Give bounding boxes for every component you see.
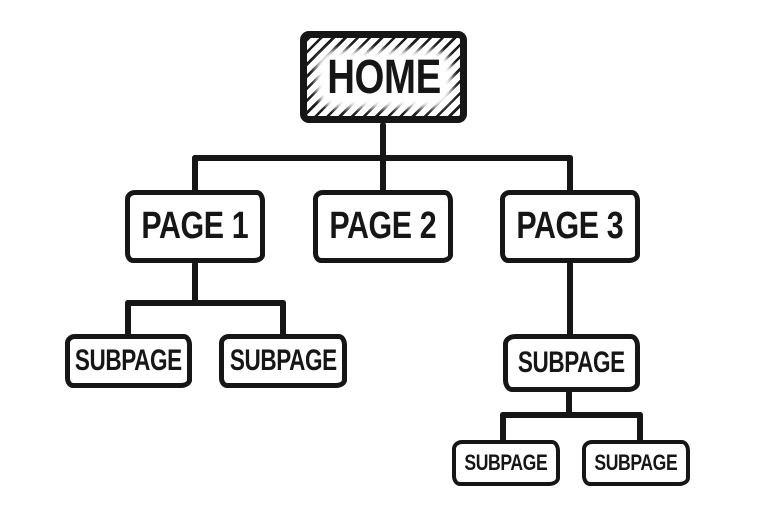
- node-subpage-3b-label: SUBPAGE: [594, 450, 678, 475]
- node-home: HOME: [300, 31, 467, 123]
- node-subpage-1a: SUBPAGE: [65, 334, 192, 388]
- node-page3-label: PAGE 3: [516, 205, 624, 247]
- node-page1-label: PAGE 1: [141, 205, 249, 247]
- node-subpage-3a: SUBPAGE: [452, 440, 560, 486]
- node-page2: PAGE 2: [313, 190, 453, 263]
- edge-bus-to-page1: [192, 155, 198, 193]
- node-page1: PAGE 1: [125, 190, 265, 263]
- edge-page1-children-bus: [125, 300, 286, 306]
- node-subpage-3b: SUBPAGE: [582, 440, 690, 486]
- edge-page3-to-sub3: [567, 261, 573, 337]
- node-subpage-1a-label: SUBPAGE: [75, 344, 182, 377]
- node-page2-label: PAGE 2: [329, 205, 437, 247]
- edge-sub3-children-bus: [500, 412, 643, 418]
- node-page3: PAGE 3: [500, 190, 640, 263]
- node-subpage-1b-label: SUBPAGE: [229, 344, 337, 377]
- edge-bus-to-sub1a: [125, 300, 131, 337]
- hatch-clear-patch: [322, 56, 445, 101]
- edge-page1-to-bus: [192, 261, 198, 306]
- node-subpage-3: SUBPAGE: [503, 334, 640, 392]
- edge-bus-to-sub3b: [637, 412, 643, 443]
- edge-bus-to-sub1b: [280, 300, 286, 337]
- edge-bus-to-page3: [567, 155, 573, 193]
- node-subpage-1b: SUBPAGE: [219, 334, 347, 388]
- edge-bus-to-sub3a: [500, 412, 506, 443]
- node-subpage-3-label: SUBPAGE: [518, 346, 625, 379]
- node-home-label: HOME: [326, 50, 441, 104]
- node-subpage-3a-label: SUBPAGE: [464, 450, 548, 475]
- edge-sub3-to-bus: [566, 390, 572, 418]
- edge-top-bus: [192, 155, 573, 161]
